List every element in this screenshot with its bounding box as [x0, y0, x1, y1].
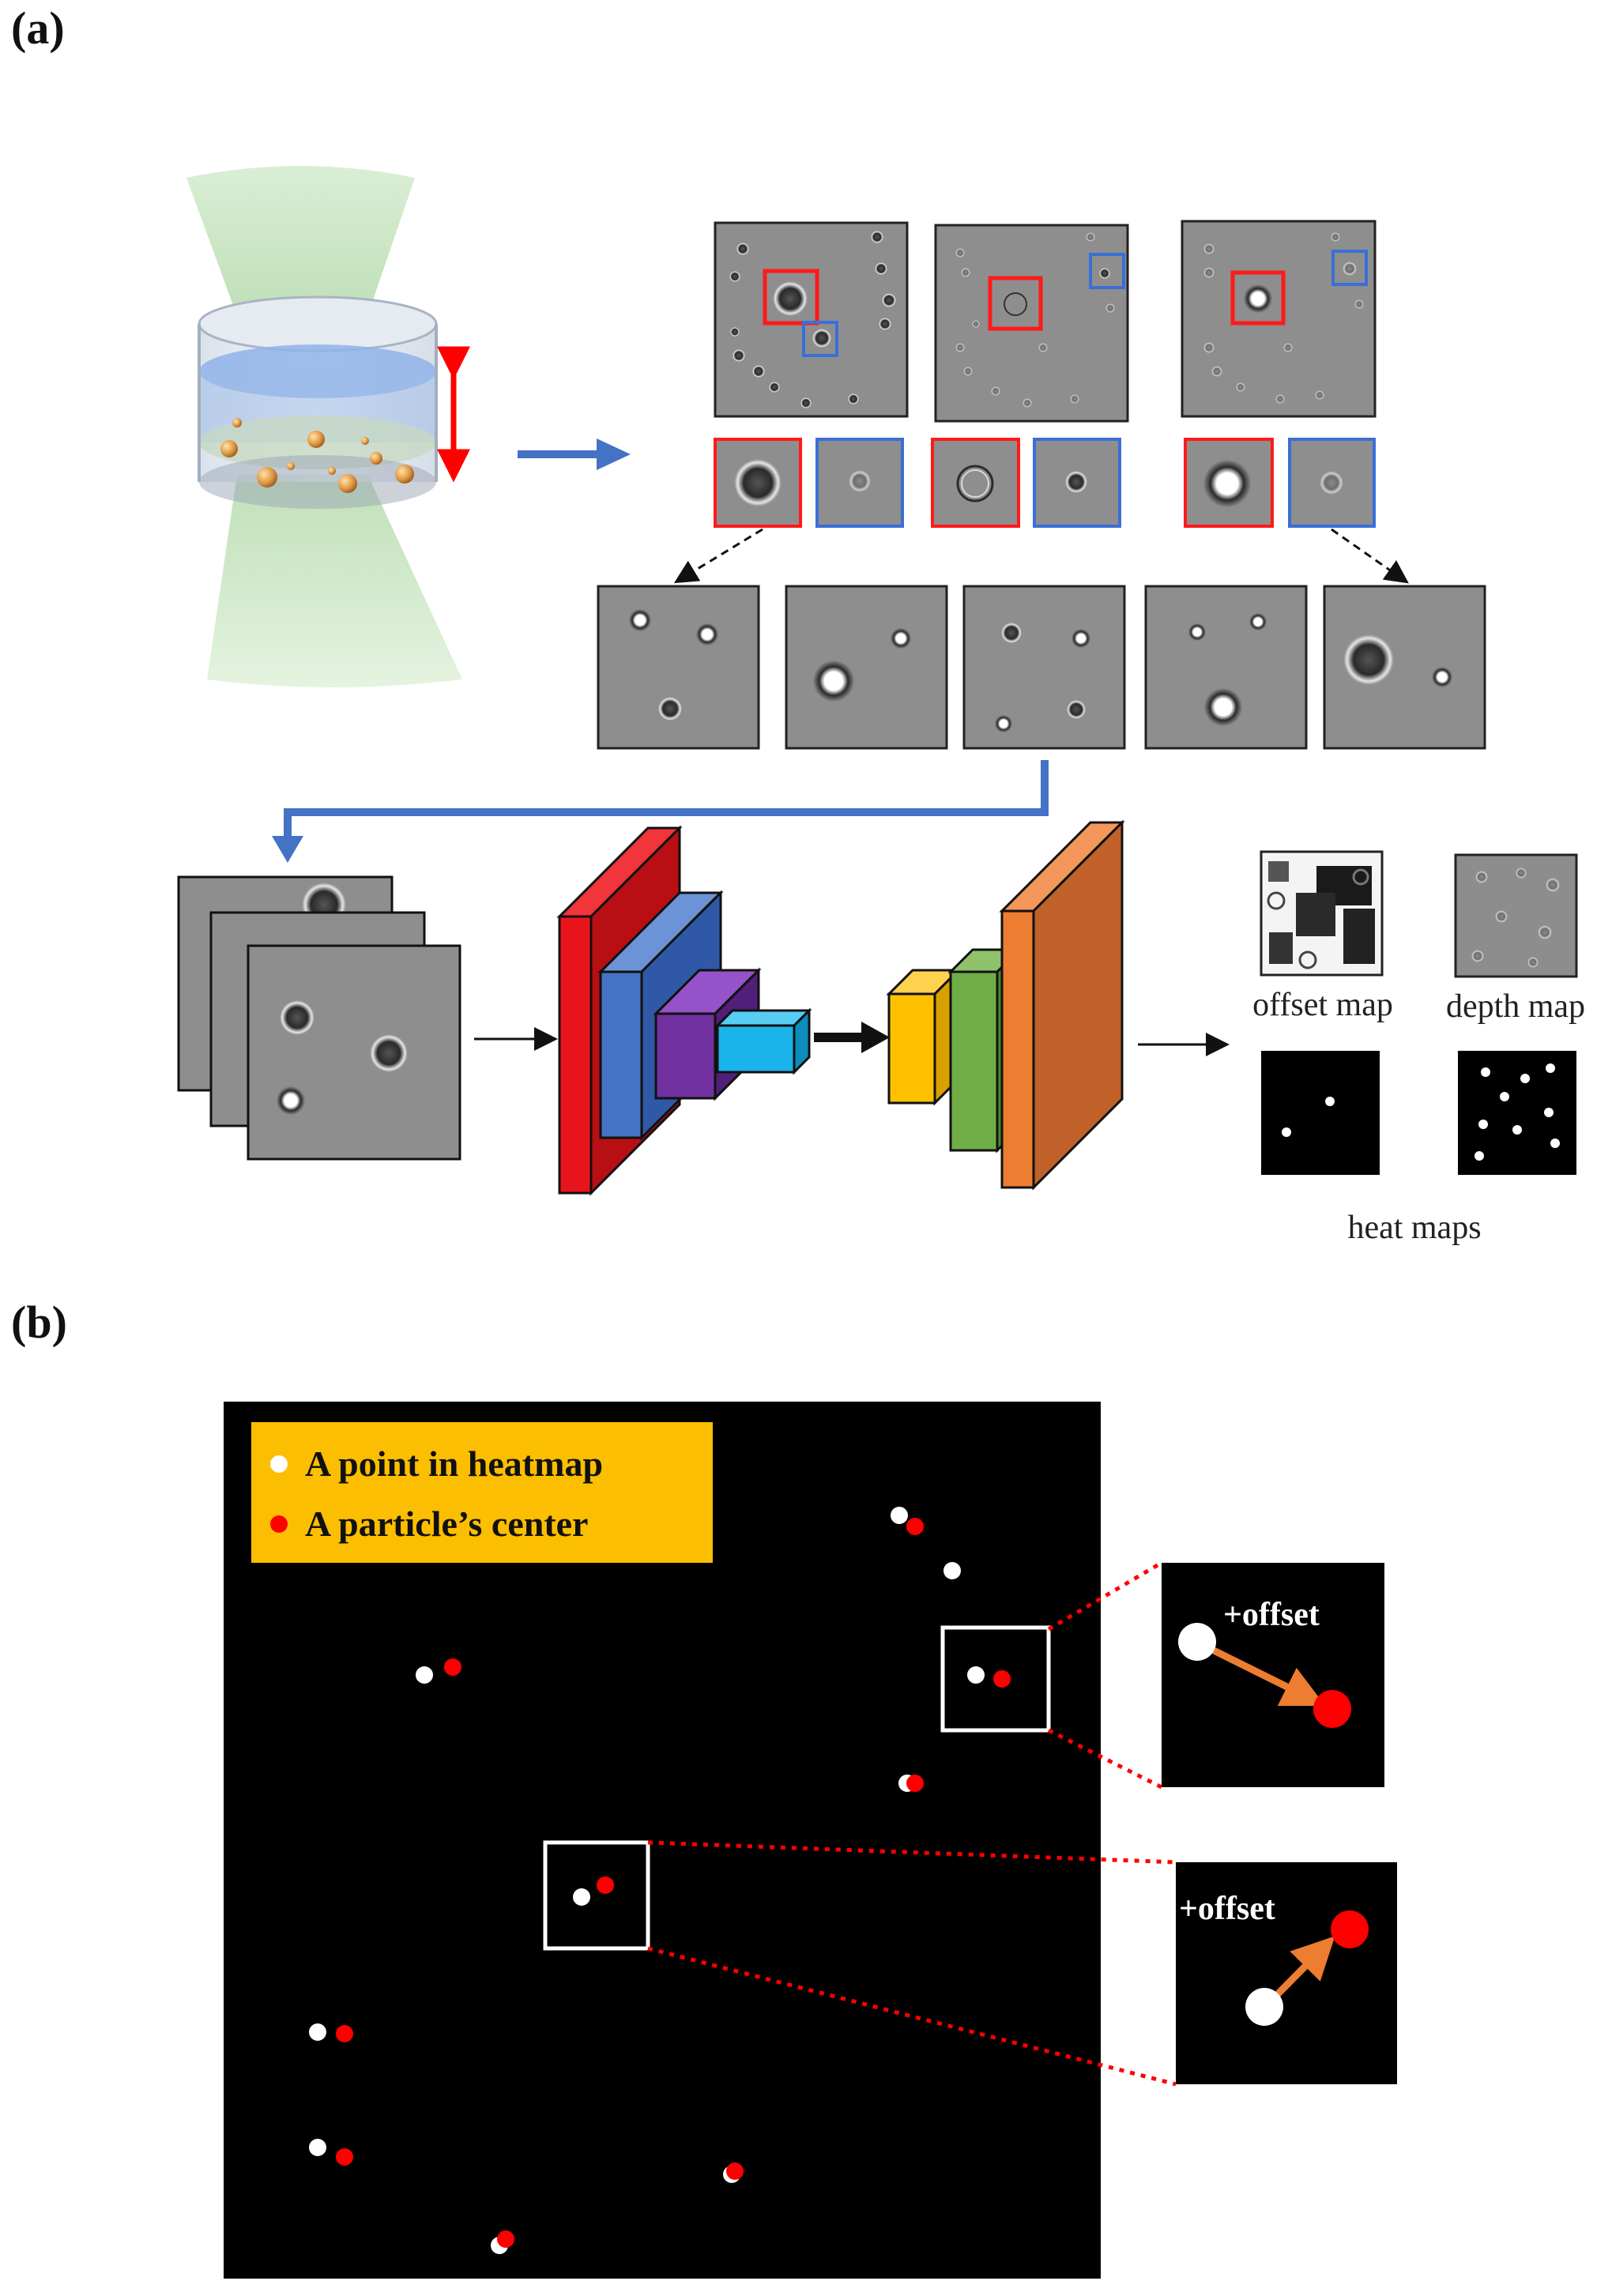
frame-3	[1181, 220, 1377, 418]
offset-map-image	[1260, 850, 1384, 977]
legend-label-particle-center: A particle’s center	[305, 1504, 589, 1544]
frame-1	[714, 221, 909, 418]
offset-label-1: +offset	[1223, 1597, 1320, 1633]
sample-chamber-icon	[198, 295, 438, 509]
heat-map-1	[1261, 1051, 1380, 1175]
offset-label-2: +offset	[1179, 1891, 1275, 1927]
augmented-sample-1	[597, 585, 760, 750]
zoom-connectors	[647, 1560, 1177, 2087]
cnn-layer-icon	[714, 1007, 812, 1075]
panel-label-b: (b)	[11, 1297, 67, 1348]
offset-arrow-icon	[1200, 1641, 1326, 1707]
heat-map-2	[1458, 1051, 1576, 1175]
depth-map-image	[1454, 853, 1578, 978]
particle-icon	[395, 465, 414, 484]
red-dot-icon	[270, 1515, 288, 1533]
particle-icon	[220, 440, 238, 457]
zoom-inset-2	[1176, 1862, 1397, 2084]
heat-maps-caption: heat maps	[1347, 1210, 1482, 1246]
cnn-network	[556, 819, 1125, 1196]
particle-icon	[338, 474, 357, 493]
augmented-sample-5	[1323, 585, 1486, 750]
particle-icon	[257, 467, 277, 487]
crop-red-1	[714, 438, 802, 528]
laser-beam-bottom-icon	[207, 474, 462, 687]
particle-icon	[307, 431, 325, 448]
frame-2	[934, 224, 1129, 423]
crop-red-2	[931, 438, 1020, 528]
arrow-to-frames-icon	[518, 438, 631, 470]
crop-blue-3	[1288, 438, 1376, 528]
legend-label-heatmap-point: A point in heatmap	[305, 1443, 604, 1484]
crop-red-3	[1184, 438, 1274, 528]
particle-icon	[232, 418, 242, 427]
highlight-box-1	[940, 1625, 1051, 1733]
augmented-sample-4	[1144, 585, 1308, 750]
augmented-sample-3	[962, 585, 1126, 750]
depth-map-caption: depth map	[1445, 988, 1586, 1025]
laser-beam-top-icon	[186, 166, 415, 316]
dashed-arrow-right-icon	[1331, 528, 1409, 584]
arrow-to-input-stack-icon	[272, 760, 1049, 863]
particle-icon	[361, 437, 369, 445]
cnn-layer-icon	[886, 967, 962, 1106]
white-dot-icon	[270, 1455, 288, 1473]
offset-map-caption: offset map	[1252, 987, 1393, 1023]
crop-blue-2	[1033, 438, 1121, 528]
panel-label-a: (a)	[11, 2, 65, 54]
particle-icon	[328, 467, 336, 475]
highlight-box-2	[543, 1840, 650, 1951]
particle-icon	[370, 452, 382, 465]
input-image-stack	[177, 875, 461, 1161]
legend-row-heatmap-point: A point in heatmap	[270, 1443, 603, 1485]
crop-blue-1	[815, 438, 904, 528]
dashed-arrow-left-icon	[673, 528, 763, 584]
cnn-layer-icon	[999, 819, 1125, 1191]
legend: A point in heatmap A particle’s center	[251, 1422, 713, 1563]
augmented-sample-2	[785, 585, 948, 750]
zoom-inset-1	[1162, 1563, 1384, 1787]
optical-setup	[186, 166, 470, 687]
legend-row-particle-center: A particle’s center	[270, 1503, 588, 1545]
particle-icon	[287, 462, 295, 470]
